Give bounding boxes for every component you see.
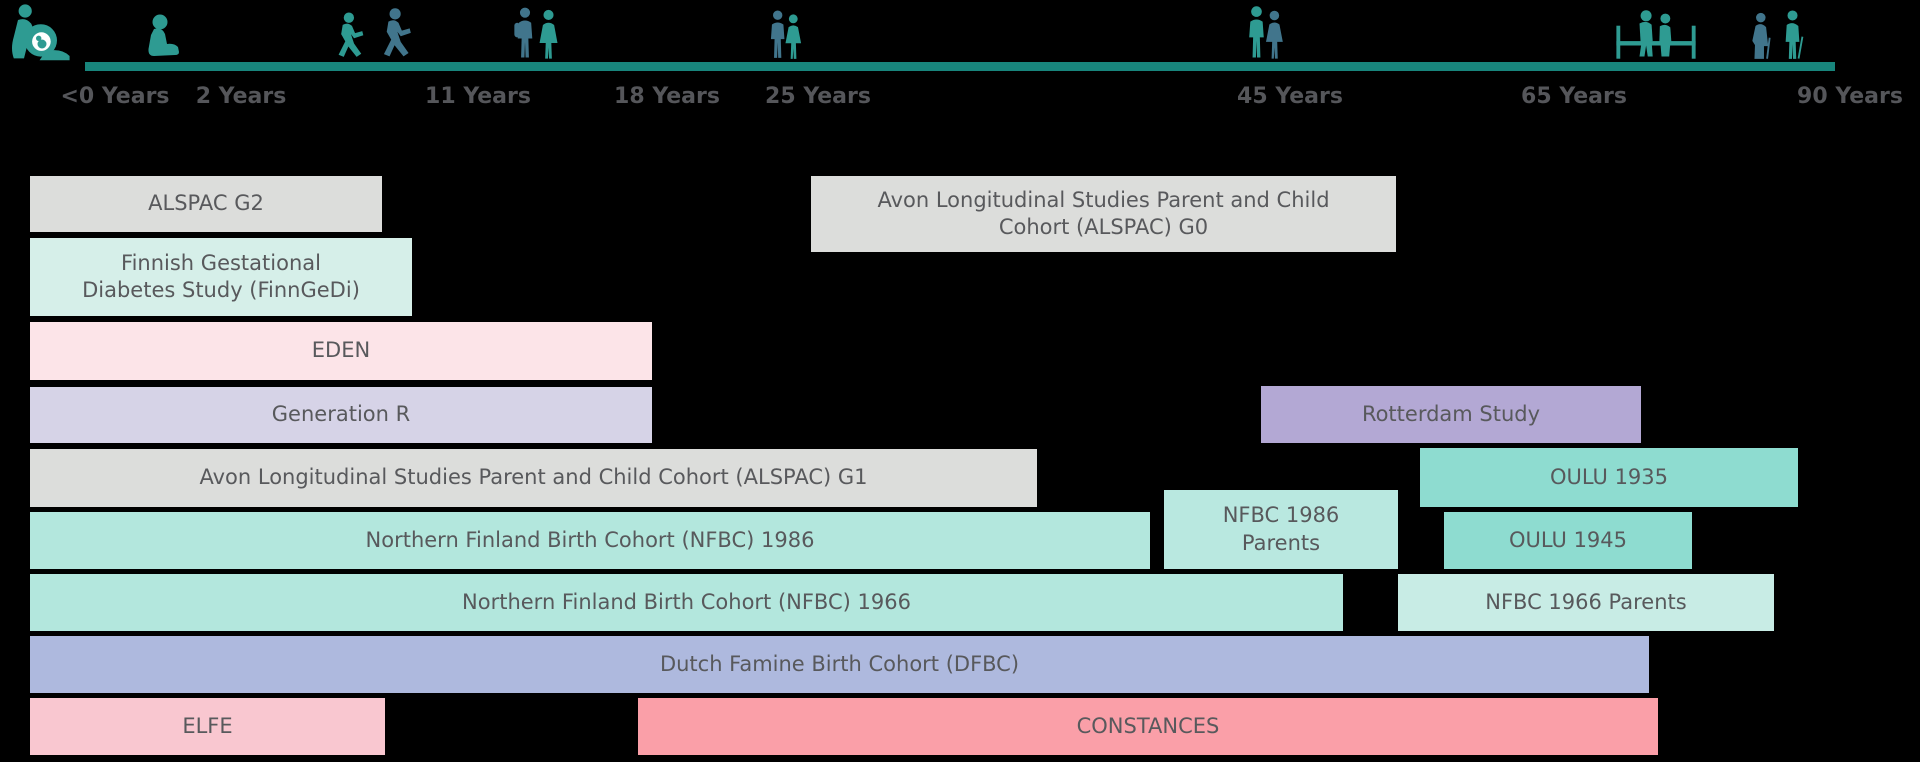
study-bar-label: OULU 1935 (1549, 464, 1669, 489)
study-bar-label: Northern Finland Birth Cohort (NFBC) 198… (365, 527, 815, 552)
study-bar-label: Diabetes Study (FinnGeDi) (82, 278, 360, 302)
toddler-icon (138, 12, 188, 62)
children-running-icon (332, 6, 428, 62)
study-bar-label: EDEN (311, 338, 371, 363)
study-bar-elfe: ELFE (30, 698, 385, 755)
study-bar-alspac-g2: ALSPAC G2 (30, 176, 382, 232)
age-label: 45 Years (1237, 84, 1343, 109)
study-bar-oulu-1935: OULU 1935 (1420, 448, 1798, 507)
study-bar-eden: EDEN (30, 322, 652, 380)
timeline-axis (85, 62, 1835, 71)
study-bar-generation-r: Generation R (30, 387, 652, 443)
adult-couple-icon (1238, 4, 1294, 62)
study-bar-label: NFBC 1966 Parents (1485, 589, 1687, 614)
elderly-couple-icon (1746, 6, 1820, 62)
teenagers-icon (508, 6, 570, 62)
study-bar-label: Rotterdam Study (1361, 401, 1541, 426)
age-label: 11 Years (425, 84, 531, 109)
age-label: 18 Years (614, 84, 720, 109)
age-label: <0 Years (60, 84, 170, 109)
age-label: 25 Years (765, 84, 871, 109)
study-bar-oulu-1945: OULU 1945 (1444, 512, 1692, 569)
study-bar-label: Finnish Gestational (121, 250, 321, 275)
pregnant-woman-icon (6, 2, 84, 62)
young-couple-icon (760, 4, 812, 62)
age-label: 2 Years (195, 84, 287, 109)
study-bar-label: CONSTANCES (1076, 713, 1220, 738)
study-bar-nfbc-1986: Northern Finland Birth Cohort (NFBC) 198… (30, 512, 1150, 569)
study-bar-label: Avon Longitudinal Studies Parent and Chi… (877, 187, 1330, 212)
study-bar-label: Generation R (271, 402, 411, 427)
age-label: 90 Years (1797, 84, 1903, 109)
study-bar-nfbc-1966: Northern Finland Birth Cohort (NFBC) 196… (30, 574, 1343, 631)
study-bar-label: Cohort (ALSPAC) G0 (998, 215, 1209, 239)
study-bar-label: ELFE (182, 713, 233, 738)
study-bar-label: Dutch Famine Birth Cohort (DFBC) (659, 651, 1020, 676)
study-bar-label: Avon Longitudinal Studies Parent and Chi… (199, 465, 868, 490)
study-bar-label: NFBC 1986 (1222, 503, 1340, 528)
study-bar-dfbc: Dutch Famine Birth Cohort (DFBC) (30, 636, 1649, 693)
age-label: 65 Years (1521, 84, 1627, 109)
study-bar-label: OULU 1945 (1508, 527, 1628, 552)
study-bar-label: ALSPAC G2 (148, 191, 264, 216)
study-bar-alspac-g0: Avon Longitudinal Studies Parent and Chi… (811, 176, 1396, 252)
study-bar-alspac-g1: Avon Longitudinal Studies Parent and Chi… (30, 449, 1037, 507)
study-bar-constances: CONSTANCES (638, 698, 1658, 755)
study-bar-rotterdam-study: Rotterdam Study (1261, 386, 1641, 443)
study-bar-label: Northern Finland Birth Cohort (NFBC) 196… (462, 589, 911, 614)
study-bar-nfbc-1966-parents: NFBC 1966 Parents (1398, 574, 1774, 631)
study-bar-label: Parents (1241, 530, 1321, 555)
seniors-bench-icon (1612, 6, 1700, 62)
